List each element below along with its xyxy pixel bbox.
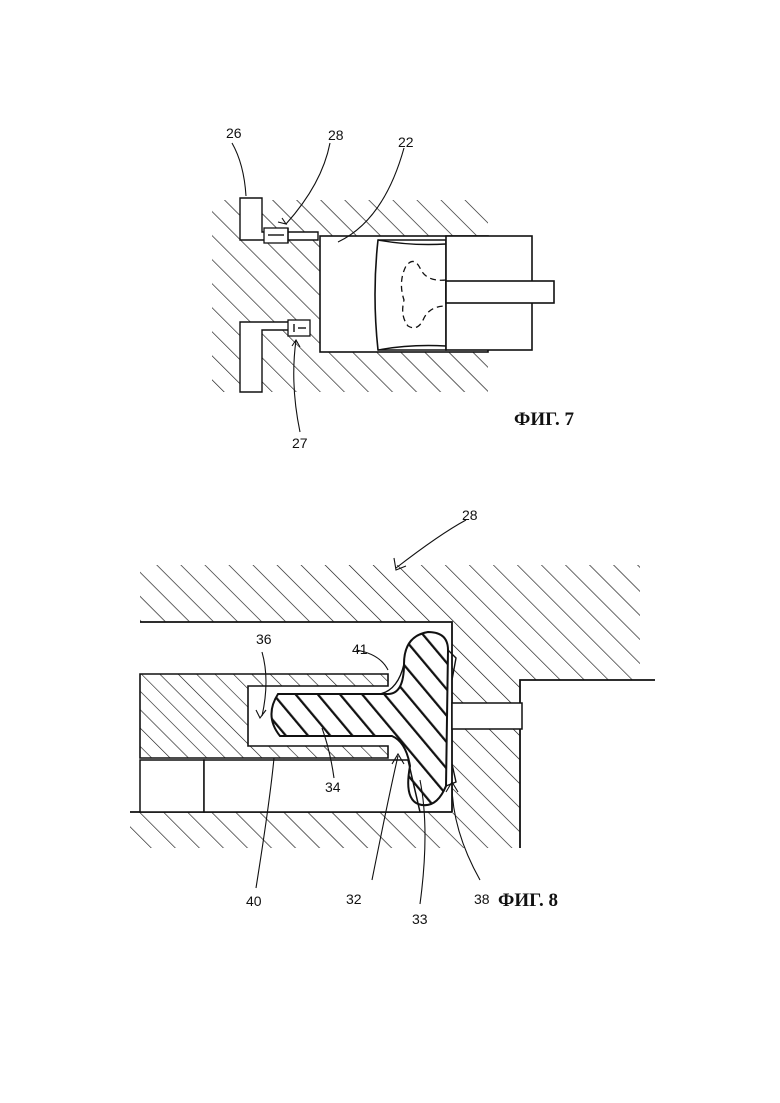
fig8-label-40: 40 [246,893,262,909]
fig7-rod [446,281,554,303]
fig8-label-36: 36 [256,631,272,647]
fig8-leader-28 [396,520,466,568]
fig8-lower-strip [140,760,204,812]
fig7-label-27: 27 [292,435,308,451]
fig7-caption: ФИГ. 7 [514,409,575,430]
fig8-label-34: 34 [325,779,341,795]
fig8-label-33: 33 [412,911,428,927]
fig7-label-26: 26 [226,125,242,141]
fig8-label-41: 41 [352,641,368,657]
fig8-label-32: 32 [346,891,362,907]
fig7-leader-26 [232,143,246,196]
fig7-plunger-head [375,240,446,350]
fig8-label-28: 28 [462,507,478,523]
figure-8: 28 36 41 34 40 32 33 38 ФИГ. 8 [130,507,655,927]
fig7-label-28: 28 [328,127,344,143]
fig7-valve-28 [264,228,288,243]
fig7-valve-27 [288,320,310,336]
figure-7: 26 28 22 27 ФИГ. 7 [212,125,575,451]
fig8-caption: ФИГ. 8 [498,890,558,911]
fig8-label-38: 38 [474,891,490,907]
fig8-pin [452,703,522,729]
fig7-label-22: 22 [398,134,414,150]
